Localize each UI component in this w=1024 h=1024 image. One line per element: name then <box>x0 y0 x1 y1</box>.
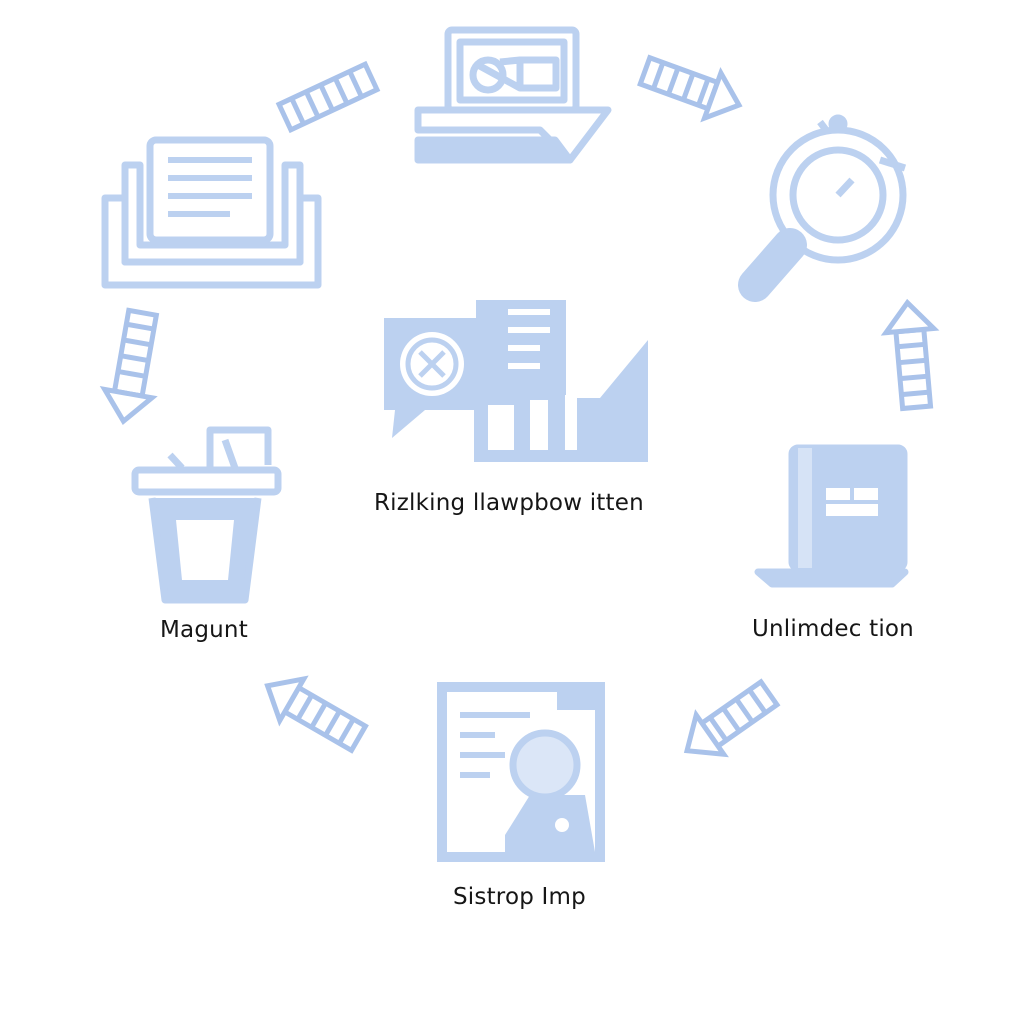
arrow-right <box>880 298 940 412</box>
node-label-left: Magunt <box>160 617 248 643</box>
arrow-bottom-right <box>683 678 781 758</box>
arrow-top-left <box>275 60 381 134</box>
node-label-right: Unlimdec tion <box>752 616 914 642</box>
center-label: Rizlking llawpbow itten <box>374 490 644 516</box>
cycle-arrows <box>99 54 940 758</box>
trash-bin-icon <box>131 426 282 604</box>
arrow-bottom-left <box>264 675 369 754</box>
presentation-chart-icon <box>384 300 648 462</box>
document-search-icon <box>437 682 605 862</box>
document-stack-icon <box>101 136 322 289</box>
tablet-laptop-icon <box>754 444 909 588</box>
arrow-left <box>99 307 160 425</box>
laptop-icon <box>414 26 612 164</box>
magnifier-gauge-icon <box>738 114 907 302</box>
node-label-bottom: Sistrop Imp <box>453 884 586 910</box>
arrow-top-right <box>637 54 743 123</box>
